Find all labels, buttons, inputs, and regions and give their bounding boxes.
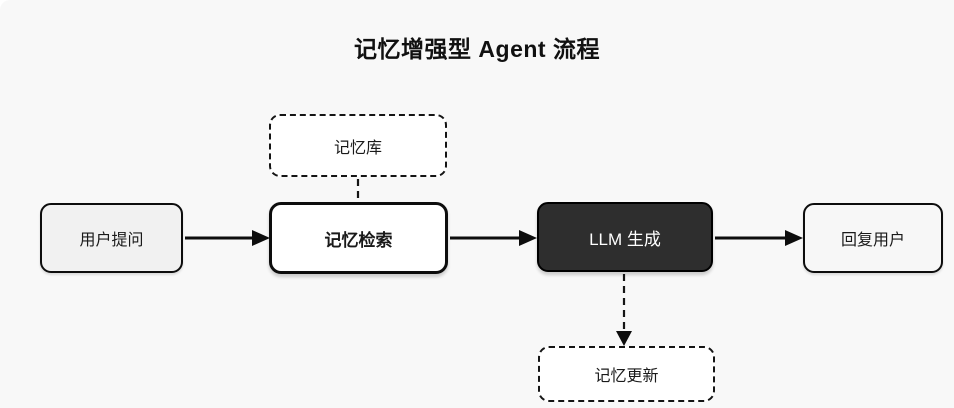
arrow-memory-retrieval-to-llm-generation <box>450 230 537 246</box>
node-memory-retrieval-label: 记忆检索 <box>324 230 393 250</box>
node-user-question-label: 用户提问 <box>79 232 144 249</box>
node-user-question: 用户提问 <box>40 203 183 273</box>
arrowhead-icon <box>252 230 270 246</box>
node-memory-store-label: 记忆库 <box>333 139 382 157</box>
node-llm-generation-label: LLM 生成 <box>589 229 661 249</box>
node-reply-user-label: 回复用户 <box>840 232 905 249</box>
diagram-title: 记忆增强型 Agent 流程 <box>354 36 600 62</box>
node-reply-user: 回复用户 <box>803 203 943 273</box>
node-llm-generation: LLM 生成 <box>537 202 713 272</box>
node-memory-update-label: 记忆更新 <box>594 368 659 385</box>
arrow-llm-generation-to-reply-user <box>715 230 803 246</box>
dashed-arrow-llm-generation-to-memory-update <box>616 274 632 346</box>
node-memory-store: 记忆库 <box>269 114 447 177</box>
node-memory-retrieval: 记忆检索 <box>269 202 448 274</box>
arrowhead-icon <box>616 331 632 346</box>
node-memory-update: 记忆更新 <box>538 346 715 402</box>
arrowhead-icon <box>785 230 803 246</box>
arrow-user-question-to-memory-retrieval <box>185 230 270 246</box>
arrowhead-icon <box>519 230 537 246</box>
